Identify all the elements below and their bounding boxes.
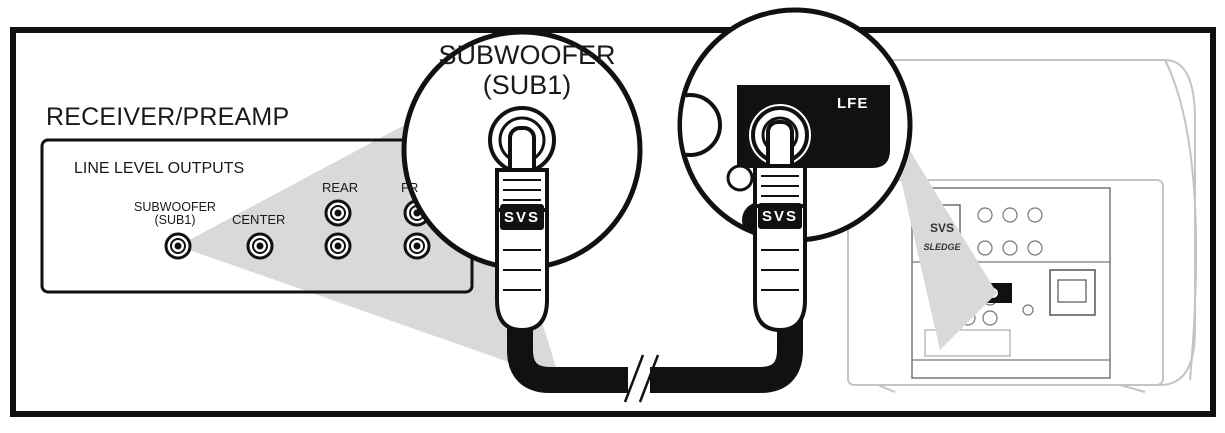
zoom-sub1-label: SUBWOOFER (SUB1) (417, 40, 637, 100)
sub-brand: SVS (930, 221, 954, 235)
cable-break-mark (623, 354, 645, 403)
plug-brand-right: SVS (762, 208, 798, 225)
sub1-jack-label: SUBWOOFER (SUB1) (134, 200, 216, 227)
subwoofer-illustration (835, 59, 1198, 393)
lfe-label: LFE (837, 95, 869, 112)
rca-plug-right (753, 120, 807, 333)
rear-jack-top (324, 199, 352, 227)
plug-brand-left: SVS (504, 209, 540, 226)
callout-wedge-right (885, 110, 997, 350)
rear-jack-bottom (324, 232, 352, 260)
rear-jack-label: REAR (322, 180, 359, 195)
sub1-jack (164, 232, 192, 260)
line-level-outputs-label: LINE LEVEL OUTPUTS (74, 160, 245, 177)
front-jack-bottom (403, 232, 431, 260)
sub-model-logo: SLEDGE (923, 242, 961, 252)
cable (507, 320, 803, 393)
zoom-sub1-label-line2: (SUB1) (482, 70, 572, 100)
receiver-jacks (164, 199, 431, 260)
center-jack (246, 232, 274, 260)
receiver-title: RECEIVER/PREAMP (46, 103, 290, 131)
front-jack-label: FR (401, 180, 419, 195)
center-jack-label: CENTER (232, 212, 286, 227)
zoom-sub1-label-line1: SUBWOOFER (438, 40, 616, 70)
rca-plug-left (495, 126, 549, 333)
